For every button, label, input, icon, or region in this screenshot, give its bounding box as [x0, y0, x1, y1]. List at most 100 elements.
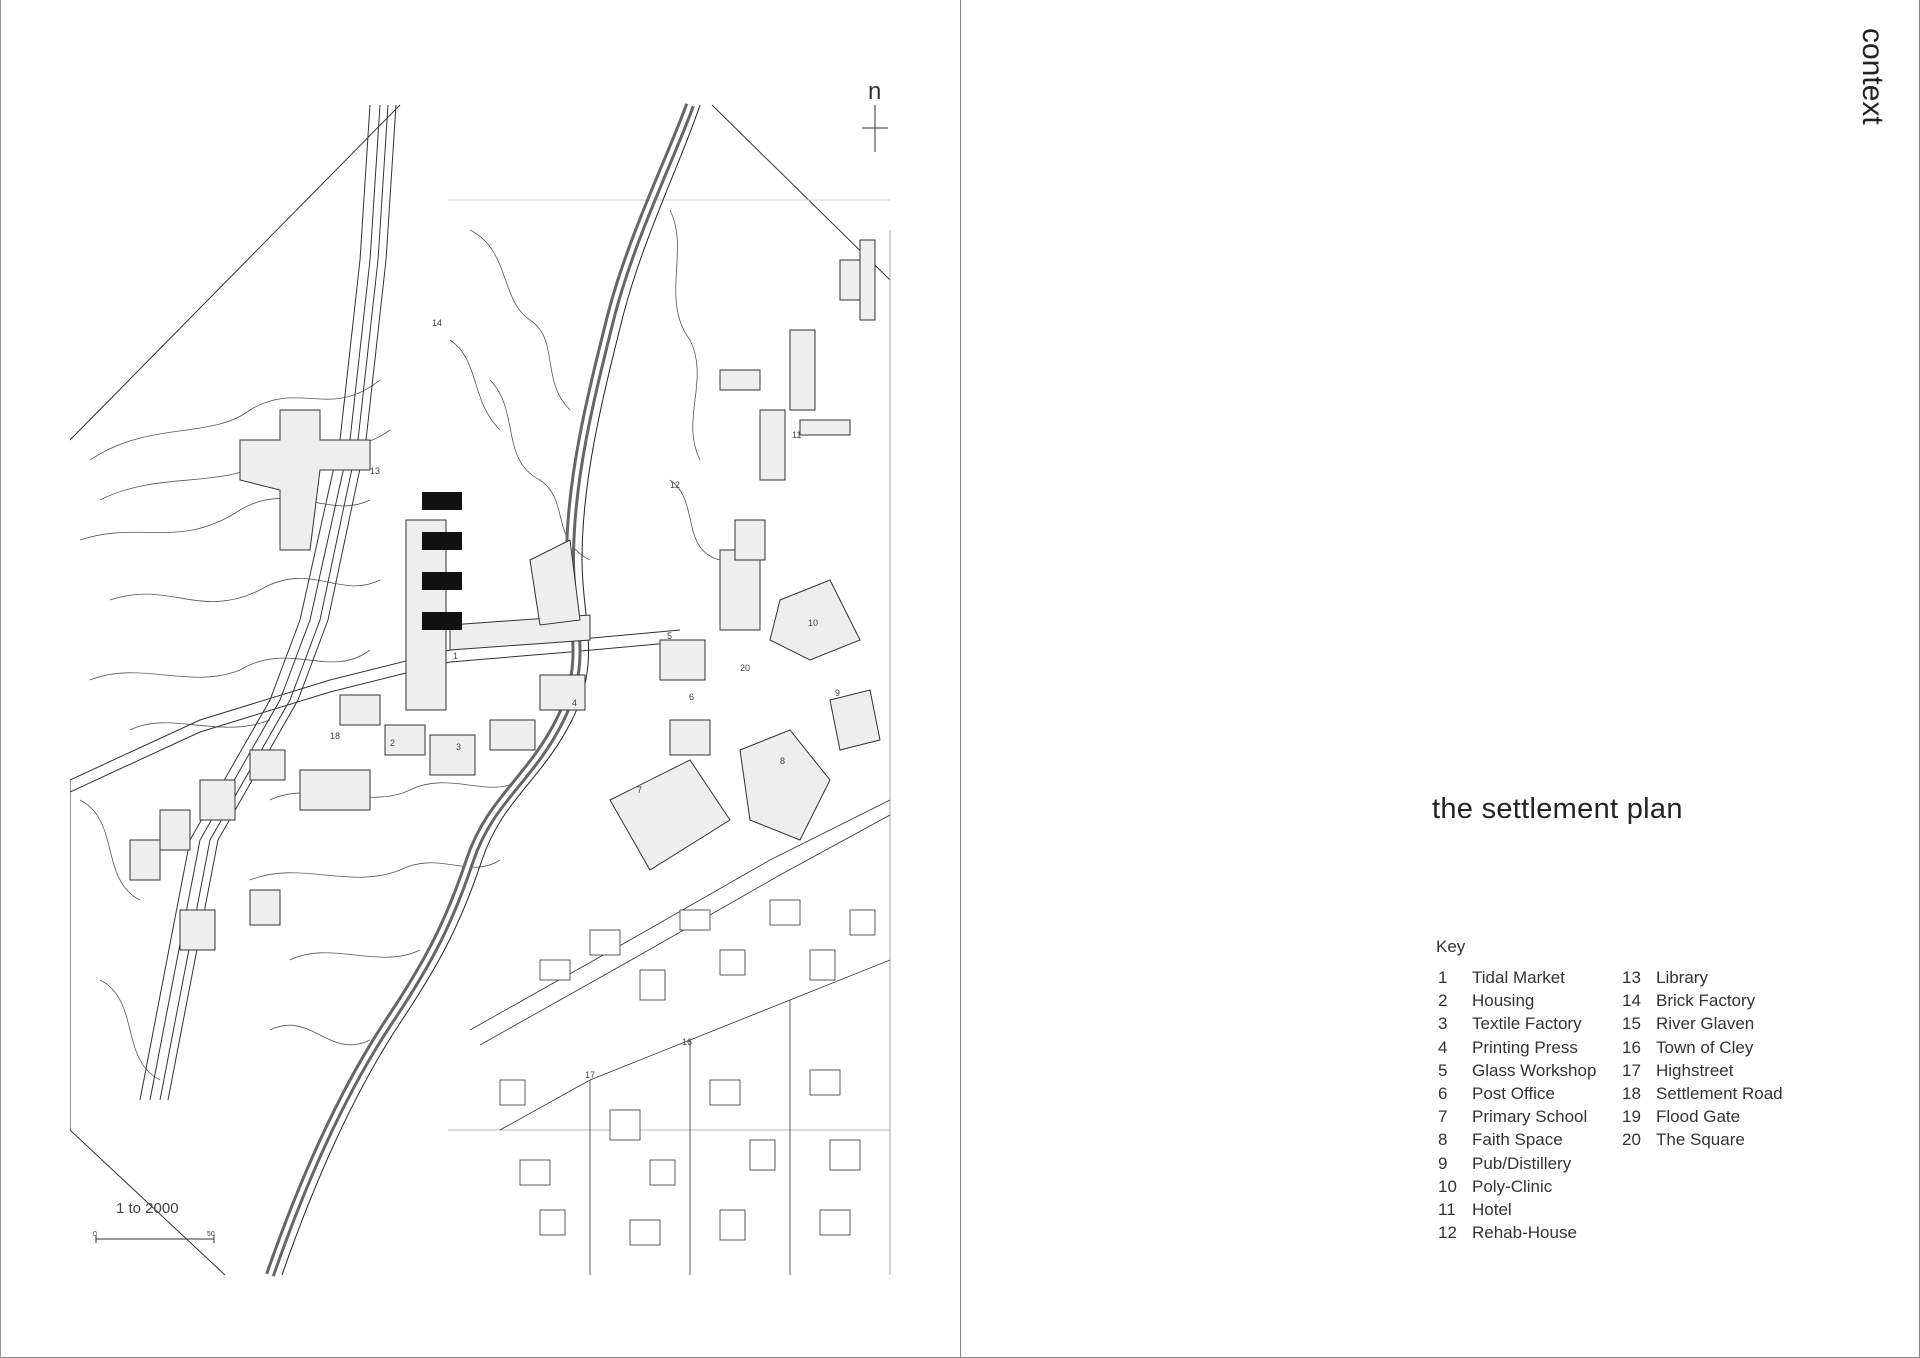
key-number: 14	[1622, 991, 1641, 1011]
key-number: 1	[1438, 968, 1448, 987]
key-label: Textile Factory	[1472, 1014, 1582, 1034]
buildings	[129, 239, 881, 951]
building-primary-school	[609, 759, 731, 871]
key-number: 15	[1622, 1014, 1641, 1034]
map-label: 10	[808, 618, 819, 628]
key-number: 10	[1438, 1176, 1457, 1196]
key-item: 18 Settlement Road	[1622, 1084, 1783, 1107]
key-item: 15 River Glaven	[1622, 1014, 1783, 1037]
key-number: 4	[1438, 1037, 1448, 1057]
key-label: Primary School	[1472, 1107, 1588, 1127]
key-number: 3	[1438, 1014, 1448, 1034]
map-label: 5	[667, 631, 673, 641]
map-label: 3	[456, 742, 462, 752]
key-label: Glass Workshop	[1472, 1060, 1597, 1080]
key-item: 1 Tidal Market	[1438, 968, 1596, 991]
key-item: 20 The Square	[1622, 1130, 1783, 1153]
map-label: 12	[670, 480, 681, 490]
key-number: 20	[1622, 1130, 1641, 1150]
black-block	[422, 492, 462, 510]
key-item: 14 Brick Factory	[1622, 991, 1783, 1014]
map-label: 7	[637, 785, 643, 795]
key-label: Brick Factory	[1656, 991, 1756, 1011]
building-hotel	[859, 239, 876, 321]
key-number: 13	[1622, 968, 1641, 987]
key-item: 11 Hotel	[1438, 1200, 1596, 1223]
building-glass-workshop	[659, 639, 706, 681]
key-label: Poly-Clinic	[1472, 1176, 1553, 1196]
key-label: Pub/Distillery	[1472, 1153, 1572, 1173]
town-streets	[469, 799, 891, 1275]
scale-bar	[95, 1235, 215, 1243]
black-block	[422, 532, 462, 550]
key-number: 17	[1622, 1060, 1641, 1080]
key-item: 10 Poly-Clinic	[1438, 1177, 1596, 1200]
key-number: 16	[1622, 1037, 1641, 1057]
key-item: 17 Highstreet	[1622, 1061, 1783, 1084]
key-number: 2	[1438, 991, 1448, 1011]
building-housing	[249, 749, 286, 781]
key-label: Rehab-House	[1472, 1223, 1577, 1243]
key-item: 13 Library	[1622, 968, 1783, 991]
key-label: Tidal Market	[1472, 968, 1565, 987]
key-label: Settlement Road	[1656, 1083, 1783, 1103]
building-housing	[719, 549, 761, 631]
key-number: 12	[1438, 1223, 1457, 1243]
map-label: 18	[330, 731, 341, 741]
building-housing	[129, 839, 161, 881]
map-label: 1	[453, 651, 459, 661]
map-label: 4	[572, 698, 578, 708]
scale-label: 1 to 2000	[116, 1200, 179, 1217]
map-boundary-line	[70, 104, 401, 441]
map-label: 2	[390, 738, 396, 748]
key-number: 11	[1438, 1199, 1456, 1219]
settlement-map-drawing	[70, 103, 891, 1277]
map-label: 14	[432, 318, 443, 328]
road-corridor	[139, 104, 397, 1101]
key-item: 4 Printing Press	[1438, 1038, 1596, 1061]
key-label: The Square	[1656, 1130, 1745, 1150]
black-block	[422, 612, 462, 630]
key-column: 13 Library 14 Brick Factory 15 River Glaven…	[1622, 968, 1783, 1154]
building-printing-press	[539, 674, 586, 711]
key-label: Town of Cley	[1656, 1037, 1754, 1057]
building-flood-gate	[529, 539, 581, 626]
key-label: Printing Press	[1472, 1037, 1578, 1057]
black-block	[422, 572, 462, 590]
building-hotel	[759, 409, 786, 481]
key-title: Key	[1436, 937, 1466, 956]
page-title: the settlement plan	[1432, 793, 1683, 825]
key-label: Faith Space	[1472, 1130, 1563, 1150]
building-poly-clinic	[769, 579, 861, 661]
map-label: 20	[740, 663, 751, 673]
key-number: 19	[1622, 1107, 1641, 1127]
key-number: 18	[1622, 1083, 1641, 1103]
building-library	[239, 409, 371, 551]
key-label: Highstreet	[1656, 1060, 1734, 1080]
building-housing	[159, 809, 191, 851]
building-textile	[429, 734, 476, 776]
map-label: 8	[780, 756, 786, 766]
page-gutter	[960, 0, 961, 1358]
building-hotel	[734, 519, 766, 561]
building-pub	[829, 689, 881, 751]
scale-tick-label: 0	[93, 1231, 97, 1238]
key-label: Library	[1656, 968, 1708, 987]
key-item: 16 Town of Cley	[1622, 1038, 1783, 1061]
key-label: Post Office	[1472, 1083, 1555, 1103]
map-label: 6	[689, 692, 695, 702]
contour-lines	[79, 209, 721, 1081]
building-housing	[179, 909, 216, 951]
key-label: River Glaven	[1656, 1014, 1755, 1034]
building-post-office	[669, 719, 711, 756]
key-label: Hotel	[1472, 1199, 1512, 1219]
north-label: n	[868, 78, 882, 105]
